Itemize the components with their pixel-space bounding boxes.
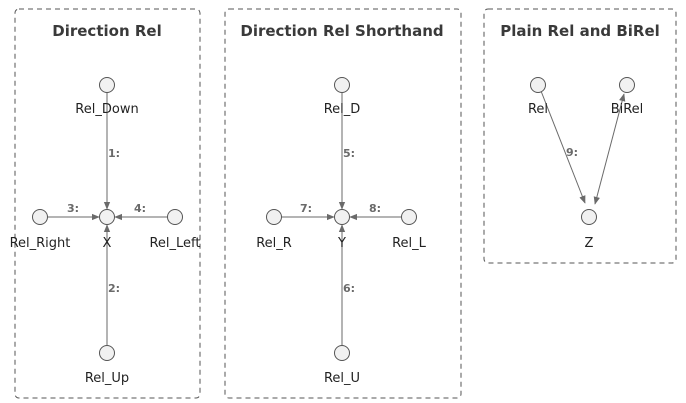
edge-label: 8: bbox=[369, 202, 381, 215]
panel-direction-rel-shorthand: Direction Rel Shorthand 5: 6: 7: 8: Rel_… bbox=[224, 8, 462, 399]
node-circle bbox=[334, 77, 350, 93]
edge-label: 5: bbox=[343, 147, 355, 160]
node-circle bbox=[99, 77, 115, 93]
edge-label: 4: bbox=[134, 202, 146, 215]
node-circle bbox=[619, 77, 635, 93]
node-label: Rel_D bbox=[324, 102, 361, 117]
edge-birel-z bbox=[593, 93, 626, 205]
node-label: Rel_U bbox=[324, 371, 360, 386]
node-circle bbox=[32, 209, 48, 225]
node-circle bbox=[334, 345, 350, 361]
node-circle bbox=[581, 209, 597, 225]
panel-frame bbox=[14, 8, 201, 399]
node-circle bbox=[167, 209, 183, 225]
node-circle bbox=[334, 209, 350, 225]
edge-label: 1: bbox=[108, 147, 120, 160]
edge-label: 2: bbox=[108, 282, 120, 295]
node-circle bbox=[266, 209, 282, 225]
panel-title: Direction Rel bbox=[52, 22, 161, 40]
node-label: Rel_Left bbox=[149, 236, 200, 251]
node-circle bbox=[401, 209, 417, 225]
node-label: Y bbox=[337, 236, 346, 251]
node-label: Rel_Up bbox=[85, 371, 129, 386]
node-circle bbox=[99, 345, 115, 361]
node-label: Rel_Right bbox=[10, 236, 71, 251]
panel-direction-rel: Direction Rel 1: 2: 3: 4: Rel_Down Rel_R… bbox=[10, 8, 201, 399]
panel-frame bbox=[224, 8, 462, 399]
panel-title: Plain Rel and BiRel bbox=[500, 22, 660, 40]
node-label: Rel bbox=[528, 102, 548, 117]
edge-label: 7: bbox=[300, 202, 312, 215]
panel-title: Direction Rel Shorthand bbox=[240, 22, 443, 40]
panel-plain-rel-and-birel: Plain Rel and BiRel 9: Rel BiRel Z bbox=[483, 8, 677, 264]
edge-label: 6: bbox=[343, 282, 355, 295]
edge-label: 3: bbox=[67, 202, 79, 215]
node-label: Rel_L bbox=[392, 236, 427, 251]
node-circle bbox=[99, 209, 115, 225]
node-label: Z bbox=[585, 236, 594, 251]
edge-rel-to-z bbox=[540, 90, 586, 204]
panel-frame bbox=[483, 8, 677, 264]
node-label: Rel_Down bbox=[75, 102, 138, 117]
node-label: X bbox=[103, 236, 112, 251]
edge-label: 9: bbox=[566, 146, 578, 159]
node-circle bbox=[530, 77, 546, 93]
node-label: Rel_R bbox=[256, 236, 292, 251]
node-label: BiRel bbox=[611, 102, 644, 117]
